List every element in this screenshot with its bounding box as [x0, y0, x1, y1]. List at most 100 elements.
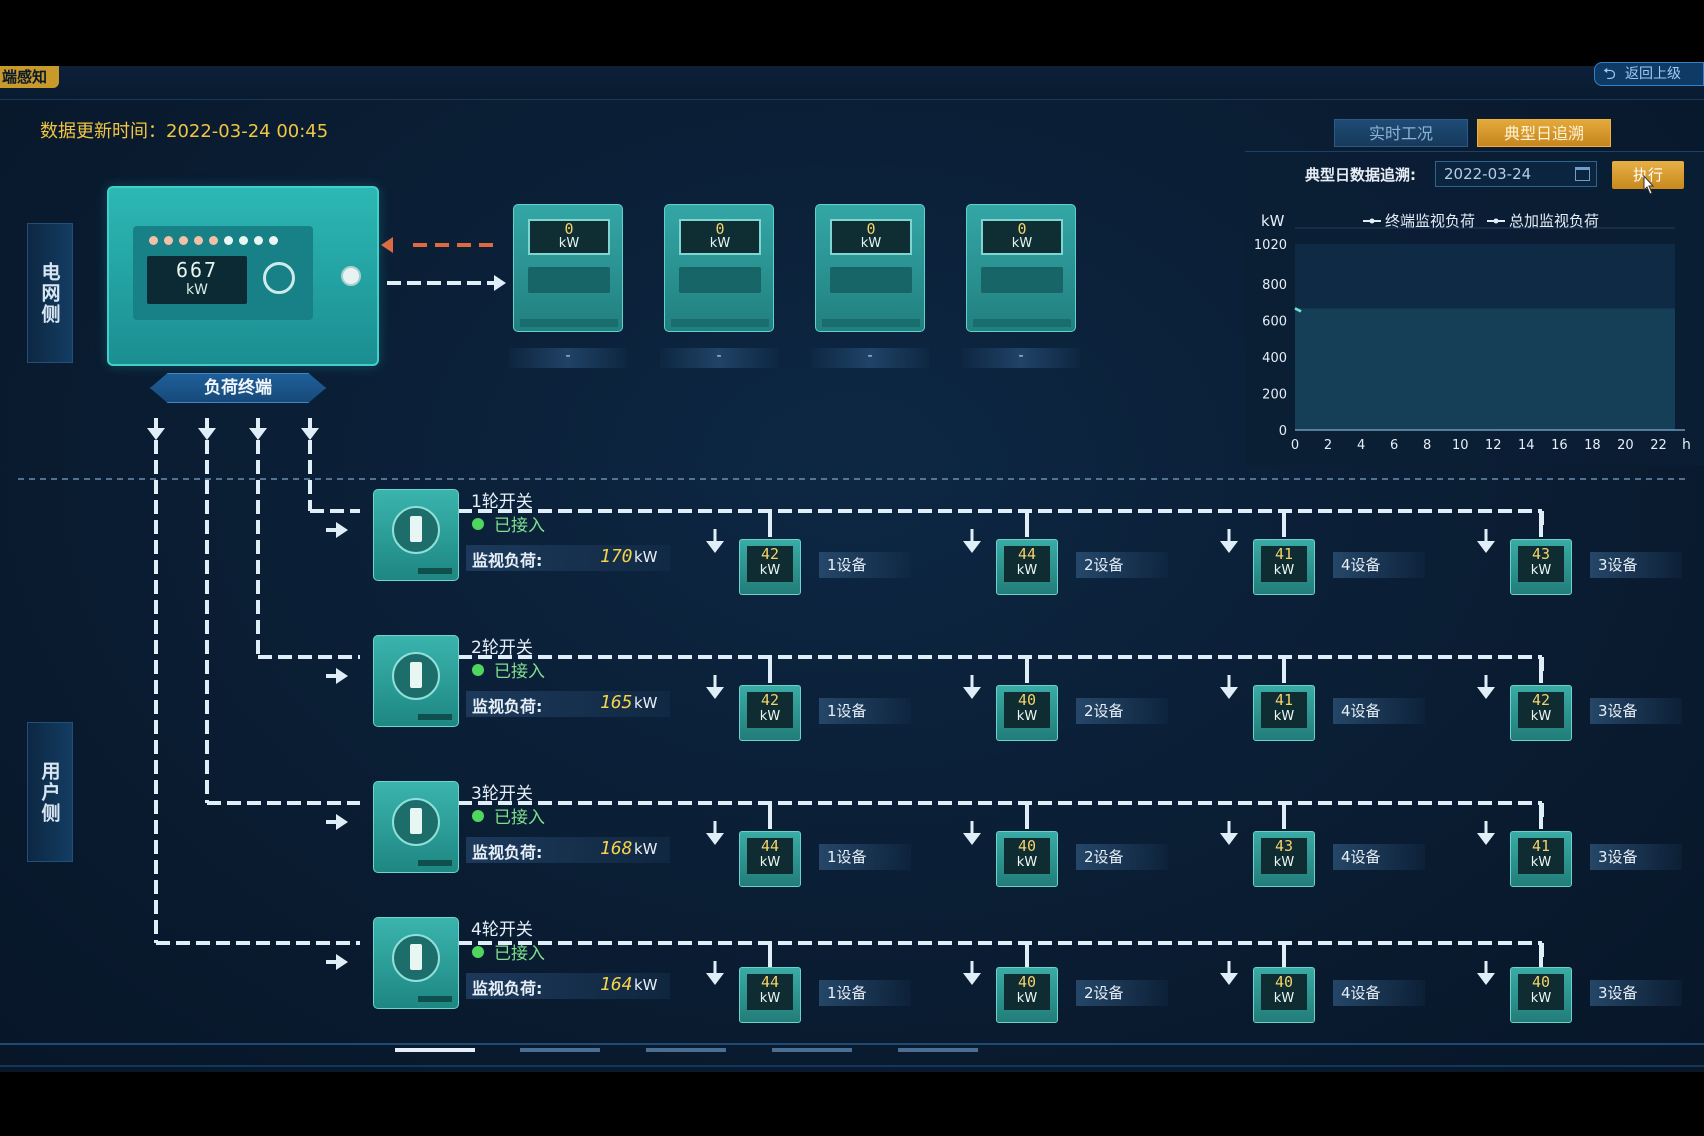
led-indicator — [209, 236, 218, 245]
switch-bar — [418, 996, 452, 1002]
grid-side-label: 电网侧 — [27, 223, 73, 363]
round-switch[interactable] — [373, 489, 459, 581]
device-value: 40 — [1017, 837, 1037, 855]
round-switch[interactable] — [373, 635, 459, 727]
device-name: 3设备 — [1590, 980, 1682, 1006]
led-indicator — [179, 236, 188, 245]
switch-title: 4轮开关 — [471, 920, 533, 940]
arrow-icon — [336, 954, 348, 970]
device-name: 4设备 — [1333, 698, 1425, 724]
meter-unit: kW — [709, 236, 731, 251]
switch-status: 已接入 — [472, 657, 545, 682]
switch-bar — [418, 714, 452, 720]
device-unit: kW — [1273, 563, 1295, 578]
back-arrow-icon: ⮌ — [1603, 64, 1616, 83]
switch-status-text: 已接入 — [494, 516, 545, 536]
round-switch[interactable] — [373, 917, 459, 1009]
meter-foot — [822, 319, 920, 327]
monitored-load-unit: kW — [634, 840, 658, 858]
cursor-icon — [1643, 174, 1654, 195]
device-value: 40 — [1531, 973, 1551, 991]
round-switch[interactable] — [373, 781, 459, 873]
device-value: 44 — [760, 837, 780, 855]
device-value: 40 — [1017, 973, 1037, 991]
arrow-icon — [706, 541, 724, 553]
switch-status: 已接入 — [472, 803, 545, 828]
fan-icon — [263, 262, 295, 294]
status-dot-icon — [472, 810, 484, 822]
trace-date-input[interactable]: 2022-03-24 — [1435, 161, 1597, 187]
back-button-label: 返回上级 — [1625, 66, 1681, 82]
back-button[interactable]: ⮌ 返回上级 — [1594, 62, 1704, 86]
meter-foot — [671, 319, 769, 327]
legend-entry: 终端监视负荷 — [1385, 212, 1475, 230]
bottom-decoration — [0, 1043, 1704, 1067]
device-value: 41 — [1274, 545, 1294, 563]
y-tick-label: 0 — [1279, 424, 1287, 439]
update-time: 数据更新时间：2022-03-24 00:45 — [40, 121, 329, 142]
trace-date-value: 2022-03-24 — [1444, 165, 1532, 183]
led-indicator — [239, 236, 248, 245]
device-name: 2设备 — [1076, 844, 1168, 870]
tab-realtime[interactable]: 实时工况 — [1334, 119, 1468, 147]
y-tick-label: 1020 — [1254, 238, 1287, 253]
device-name: 3设备 — [1590, 698, 1682, 724]
corner-title: 端感知 — [0, 66, 60, 88]
x-tick-label: 4 — [1357, 438, 1365, 453]
user-side-label: 用户侧 — [27, 722, 73, 862]
meter-unit: kW — [1011, 236, 1033, 251]
x-tick-label: 0 — [1291, 438, 1299, 453]
arrow-icon — [336, 814, 348, 830]
meter-value: 0 — [866, 220, 876, 238]
arrow-icon — [1477, 687, 1495, 699]
monitored-load-label: 监视负荷: — [472, 843, 543, 862]
x-tick-label: 12 — [1485, 438, 1502, 453]
arrow-icon — [1220, 687, 1238, 699]
terminal-label: 负荷终端 — [150, 373, 326, 403]
load-terminal[interactable]: 667 kW — [107, 186, 379, 366]
switch-title: 1轮开关 — [471, 492, 533, 512]
meter-foot — [973, 319, 1071, 327]
x-tick-label: 2 — [1324, 438, 1332, 453]
terminal-unit: kW — [186, 282, 208, 298]
device-value: 42 — [760, 691, 780, 709]
led-indicator — [269, 236, 278, 245]
tab-typical-day[interactable]: 典型日追溯 — [1477, 119, 1611, 147]
switch-title: 3轮开关 — [471, 784, 533, 804]
calendar-icon[interactable] — [1575, 167, 1590, 181]
meter-value: 0 — [1017, 220, 1027, 238]
arrow-icon — [1477, 541, 1495, 553]
arrow-icon — [249, 428, 267, 440]
arrow-icon — [1220, 973, 1238, 985]
x-tick-label: 14 — [1518, 438, 1535, 453]
